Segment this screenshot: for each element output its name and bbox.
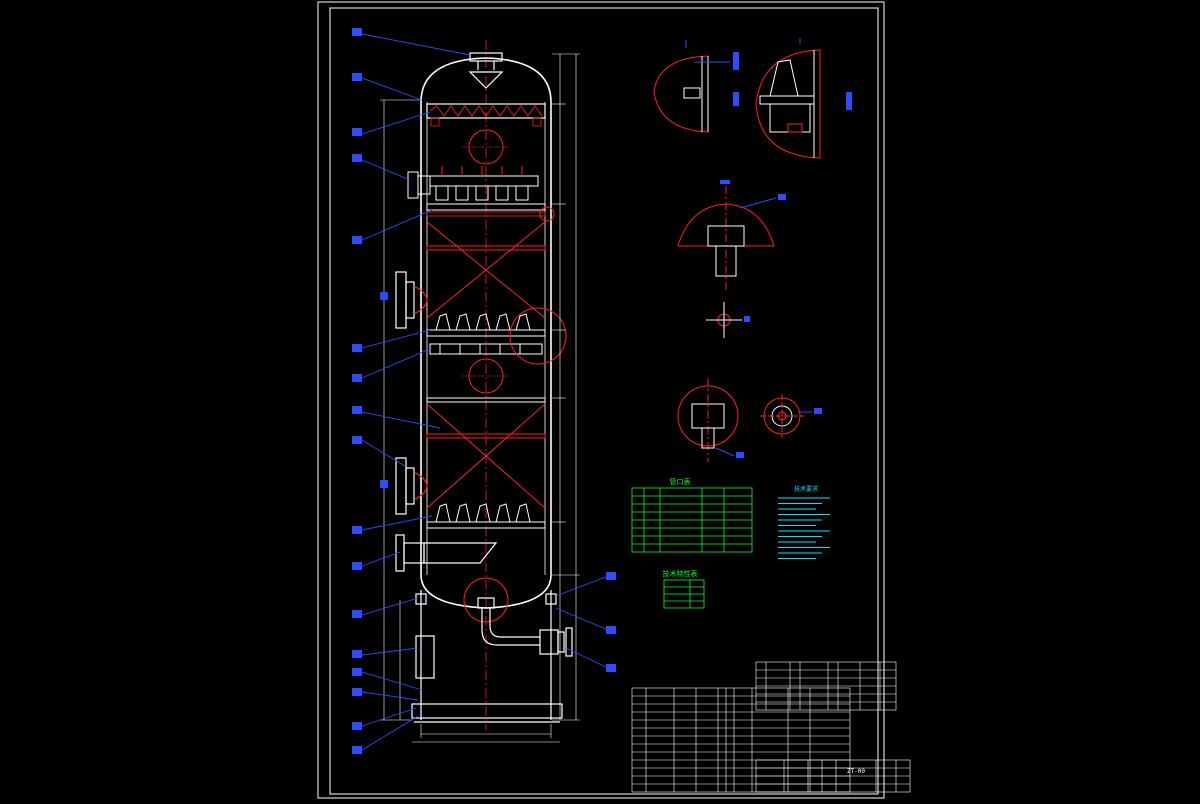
detail-view-2 <box>755 38 852 159</box>
detail-view-1 <box>653 40 739 133</box>
liquid-distributor <box>407 166 539 201</box>
bottom-outlet <box>477 597 573 657</box>
column-elevation <box>352 28 616 754</box>
outer-frame <box>317 1 885 799</box>
title-block: ZT-00 <box>631 661 911 793</box>
spec-table-title: 技术特性表 <box>663 569 698 578</box>
packing-bed-lower <box>426 397 546 509</box>
top-head <box>420 57 552 103</box>
technical-notes: 技术要求 <box>778 485 830 559</box>
dimension-lines-right <box>552 53 580 721</box>
nozzle-table: 管口表 <box>631 477 753 553</box>
gas-inlet <box>395 534 498 572</box>
inner-frame <box>329 7 879 795</box>
packing-bed-upper <box>426 221 546 319</box>
detail-circle-bottom <box>463 577 509 623</box>
top-nozzle <box>468 52 504 89</box>
bom-table-border <box>631 687 851 793</box>
skirt-support <box>411 590 563 723</box>
support-plate <box>426 503 546 529</box>
dimension-lines-bottom <box>412 724 560 743</box>
side-nozzle-upper <box>395 271 428 329</box>
detail-circle-redistributor <box>509 307 567 365</box>
nozzle-table-title: 管口表 <box>670 477 691 486</box>
demister-pad <box>426 103 546 119</box>
drawing-number: ZT-00 <box>847 768 865 775</box>
notes-title: 技术要求 <box>794 485 818 493</box>
leader-lines <box>361 33 609 751</box>
detail-view-cap <box>677 180 786 290</box>
dimension-lines-left <box>380 99 420 721</box>
detail-view-flange <box>677 378 822 462</box>
side-nozzle-lower <box>395 457 428 515</box>
detail-view-small <box>706 302 750 338</box>
spec-table: 技术特性表 <box>663 569 705 609</box>
leader-balloons <box>352 28 616 754</box>
